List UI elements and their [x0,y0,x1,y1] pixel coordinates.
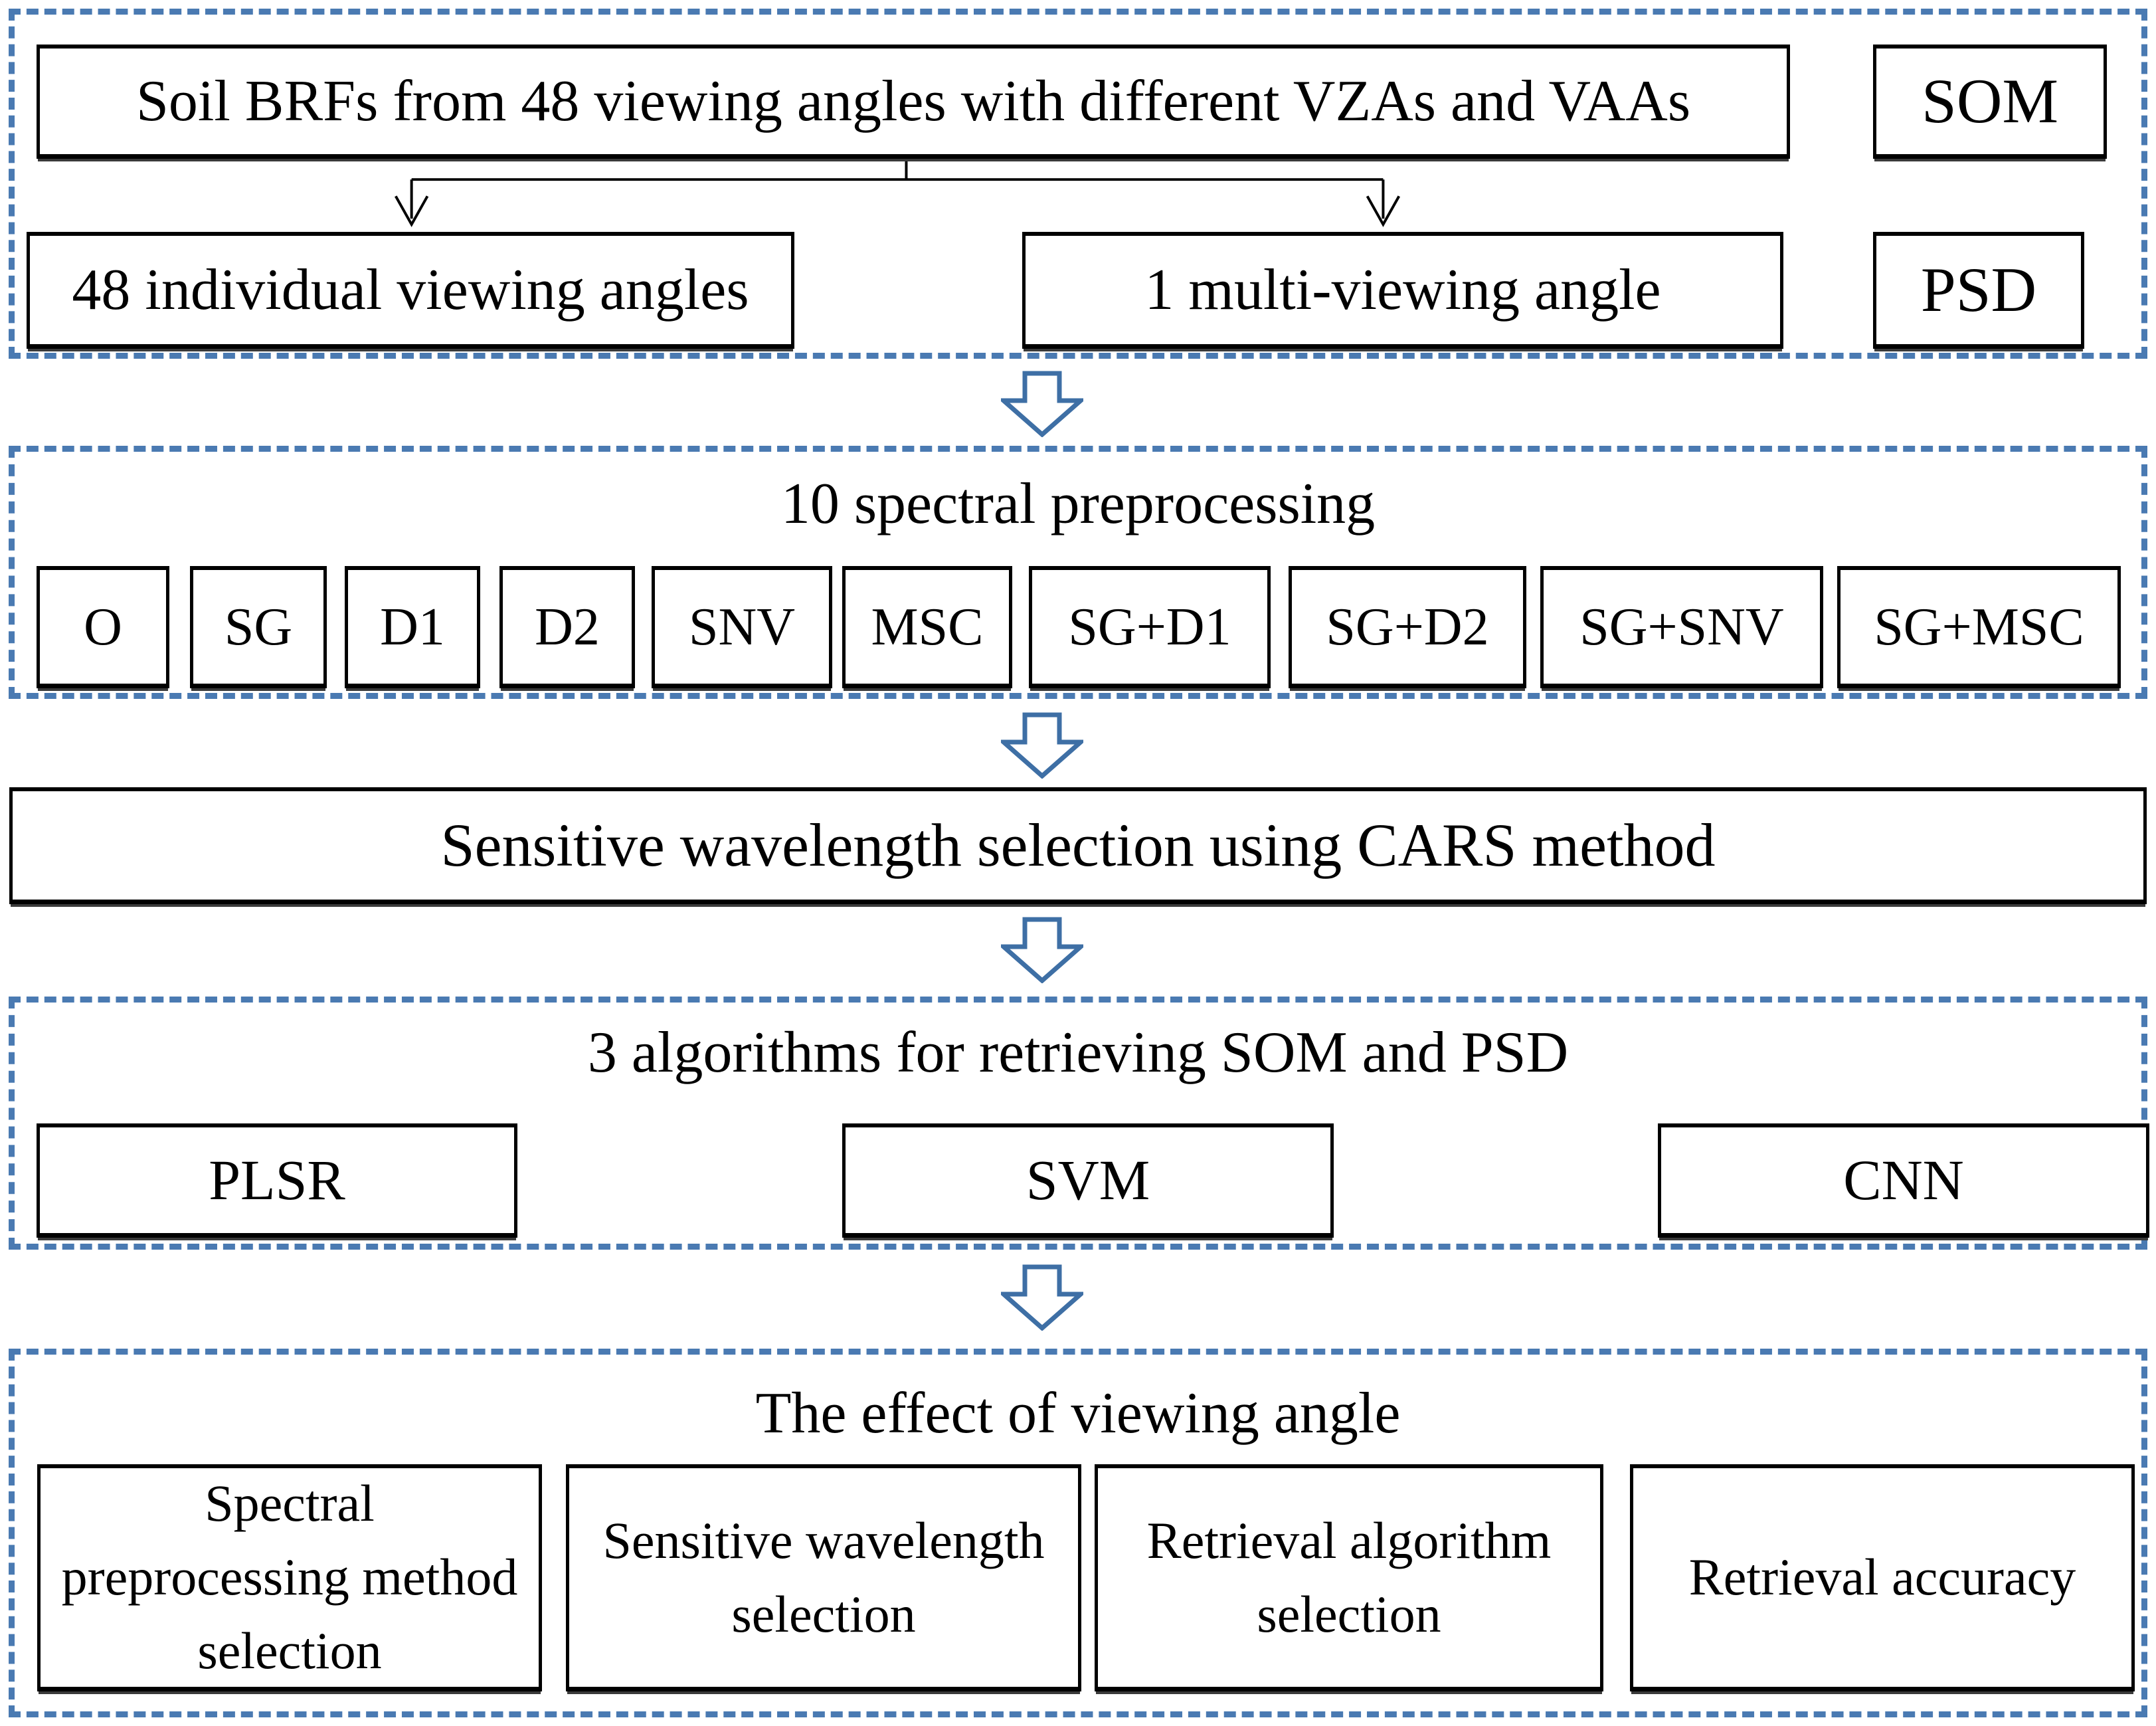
prep-box-sg-d1: SG+D1 [1029,566,1271,688]
algo-box-plsr: PLSR [37,1123,517,1238]
prep-box-sg-snv: SG+SNV [1540,566,1823,688]
algo-box-cnn: CNN [1658,1123,2149,1238]
effect-section: The effect of viewing angle Spectral pre… [9,1349,2147,1717]
split-connector [395,152,1401,227]
algo-box-svm: SVM [842,1123,1334,1238]
prep-box-sg-msc: SG+MSC [1837,566,2121,688]
effect-box-algorithm: Retrieval algorithm selection [1095,1464,1603,1691]
down-arrow-icon [1001,371,1083,437]
prep-box-d2: D2 [499,566,635,688]
som-box: SOM [1873,45,2107,159]
prep-box-sg-d2: SG+D2 [1289,566,1526,688]
psd-box: PSD [1873,232,2084,349]
down-arrow-icon [1001,917,1083,983]
prep-box-d1: D1 [345,566,480,688]
multi-angle-box: 1 multi-viewing angle [1022,232,1783,349]
individual-angles-box: 48 individual viewing angles [27,232,794,349]
prep-box-snv: SNV [652,566,832,688]
effect-box-accuracy: Retrieval accuracy [1630,1464,2135,1691]
algorithms-section: 3 algorithms for retrieving SOM and PSD … [9,997,2149,1250]
algorithms-title: 3 algorithms for retrieving SOM and PSD [587,1020,1569,1085]
effect-title: The effect of viewing angle [755,1381,1401,1446]
cars-selection-box: Sensitive wavelength selection using CAR… [9,787,2147,904]
effect-box-wavelength: Sensitive wavelength selection [566,1464,1081,1691]
prep-box-o: O [37,566,169,688]
prep-box-sg: SG [190,566,327,688]
input-section: Soil BRFs from 48 viewing angles with di… [9,9,2147,359]
effect-box-preprocessing: Spectral preprocessing method selection [37,1464,542,1691]
down-arrow-icon [1001,712,1083,779]
soil-brfs-box: Soil BRFs from 48 viewing angles with di… [37,45,1790,159]
prep-box-msc: MSC [842,566,1012,688]
preprocessing-section: 10 spectral preprocessing O SG D1 D2 SNV… [9,446,2147,699]
preprocessing-title: 10 spectral preprocessing [780,472,1376,536]
down-arrow-icon [1001,1264,1083,1331]
